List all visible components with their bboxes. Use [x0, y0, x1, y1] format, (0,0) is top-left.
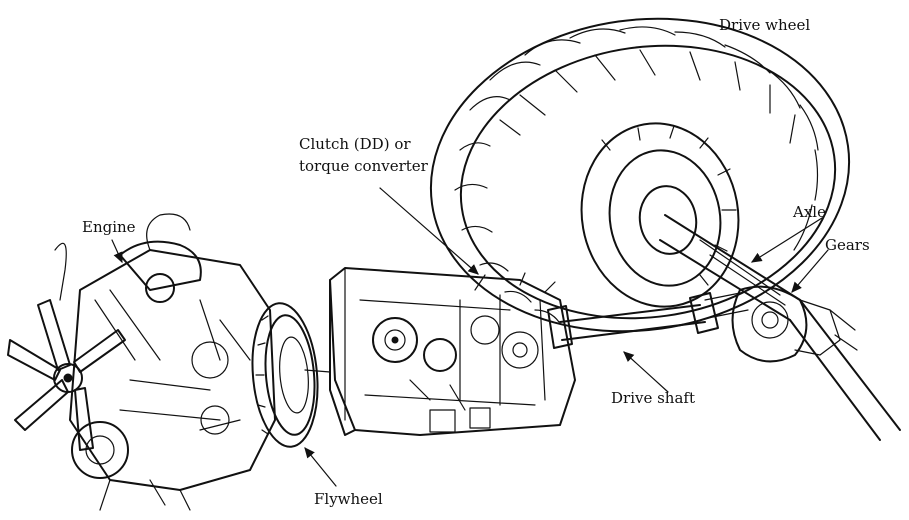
flywheel-arrow	[304, 447, 337, 487]
engine-illustration	[7, 213, 276, 511]
axle-illustration	[659, 214, 901, 441]
flywheel-label: Flywheel	[314, 490, 383, 508]
differential-gears-illustration	[731, 285, 858, 363]
transmission-illustration	[329, 267, 576, 436]
leader-arrows	[111, 187, 829, 487]
clutch-label-line1: Clutch (DD) or	[299, 135, 411, 153]
flywheel-illustration	[251, 302, 319, 448]
axle-arrow	[750, 217, 823, 263]
engine-arrow	[111, 239, 123, 264]
drive-wheel-illustration	[429, 17, 851, 333]
axle-label: Axle	[793, 203, 826, 221]
clutch-arrow	[379, 187, 479, 275]
engine-label: Engine	[82, 218, 136, 236]
drive-wheel-label: Drive wheel	[719, 16, 811, 34]
gears-arrow	[791, 249, 829, 293]
gears-label: Gears	[825, 236, 870, 254]
drive-shaft-arrow	[623, 351, 669, 393]
drive-shaft-illustration	[547, 291, 749, 349]
clutch-label-line2: torque converter	[299, 157, 428, 175]
drive-shaft-label: Drive shaft	[611, 389, 695, 407]
engine-transmission-link	[304, 369, 331, 373]
